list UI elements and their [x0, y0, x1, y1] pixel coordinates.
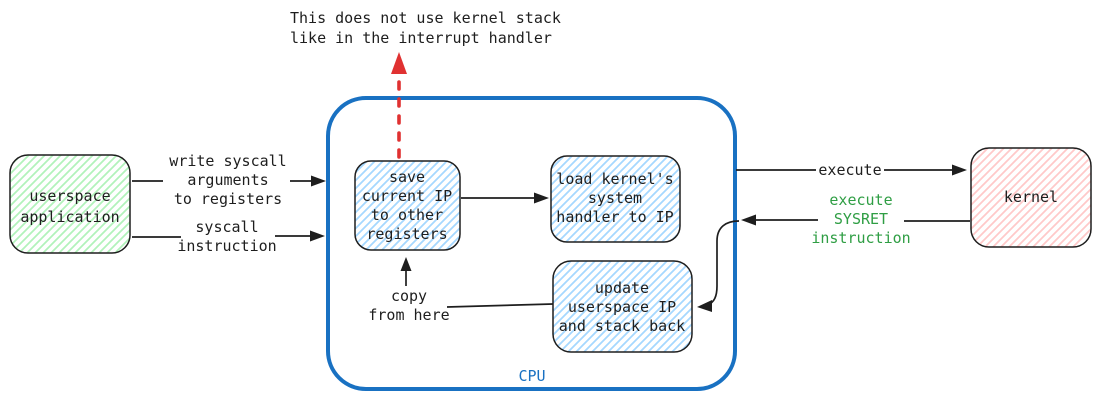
edge-sysret-label: instruction	[811, 229, 910, 247]
edge-sysret-into-update	[697, 220, 740, 312]
kernel-label: kernel	[1004, 188, 1058, 206]
save-ip-label: current IP	[362, 187, 452, 205]
edge-sysret: execute SYSRET instruction	[741, 191, 970, 247]
edge-copy-from-here: copy from here	[368, 257, 554, 324]
edge-sysret-label: SYSRET	[834, 210, 888, 228]
arrowhead-icon	[310, 230, 325, 242]
node-kernel: kernel	[970, 147, 1092, 248]
edge-save-to-load	[461, 192, 549, 204]
edge-copy-label: copy	[391, 287, 427, 305]
arrowhead-icon	[400, 257, 412, 271]
update-node-shape	[552, 260, 693, 353]
note-line: like in the interrupt handler	[290, 29, 552, 47]
edge-syscall-label: instruction	[177, 237, 276, 255]
cpu-label: CPU	[518, 367, 545, 385]
node-update-userspace-ip: update userspace IP and stack back	[552, 260, 693, 353]
edge-execute: execute	[736, 161, 967, 179]
edge-syscall-label: syscall	[195, 218, 258, 236]
kernel-stack-note: This does not use kernel stack like in t…	[290, 9, 561, 47]
load-handler-node-shape	[550, 155, 681, 243]
node-save-current-ip: save current IP to other registers	[354, 160, 461, 251]
load-handler-label: handler to IP	[556, 208, 673, 226]
edge-write-syscall-args: write syscall arguments to registers	[132, 152, 326, 208]
save-ip-label: save	[389, 168, 425, 186]
arrowhead-icon	[952, 164, 967, 176]
userspace-label: userspace	[29, 187, 110, 205]
edge-write-args-label: arguments	[187, 171, 268, 189]
save-ip-label: to other	[371, 206, 443, 224]
cpu-border	[326, 96, 737, 391]
node-userspace-application: userspace application	[9, 154, 131, 254]
node-load-handler: load kernel's system handler to IP	[550, 155, 681, 243]
load-handler-label: system	[588, 189, 642, 207]
red-arrowhead-icon	[391, 52, 407, 74]
arrowhead-icon	[697, 300, 712, 312]
update-label: and stack back	[559, 317, 685, 335]
edge-write-args-label: to registers	[174, 190, 282, 208]
red-dashed-arrow	[391, 52, 407, 159]
edge-execute-label: execute	[818, 161, 881, 179]
edge-sysret-label: execute	[829, 191, 892, 209]
kernel-node-shape	[970, 147, 1092, 248]
arrowhead-icon	[741, 214, 756, 226]
edge-syscall-instruction: syscall instruction	[132, 218, 325, 255]
edge-segment	[446, 303, 554, 308]
save-ip-node-shape	[354, 160, 461, 251]
userspace-node-shape	[9, 154, 131, 254]
save-ip-label: registers	[366, 225, 447, 243]
edge-copy-label: from here	[368, 306, 449, 324]
update-label: update	[595, 279, 649, 297]
edge-write-args-label: write syscall	[169, 152, 286, 170]
userspace-label: application	[20, 208, 119, 226]
arrowhead-icon	[534, 192, 549, 204]
note-line: This does not use kernel stack	[290, 9, 561, 27]
update-label: userspace IP	[568, 298, 676, 316]
arrowhead-icon	[311, 175, 326, 187]
edge-curve	[707, 220, 740, 306]
load-handler-label: load kernel's	[556, 170, 673, 188]
cpu-box: CPU	[326, 96, 737, 391]
